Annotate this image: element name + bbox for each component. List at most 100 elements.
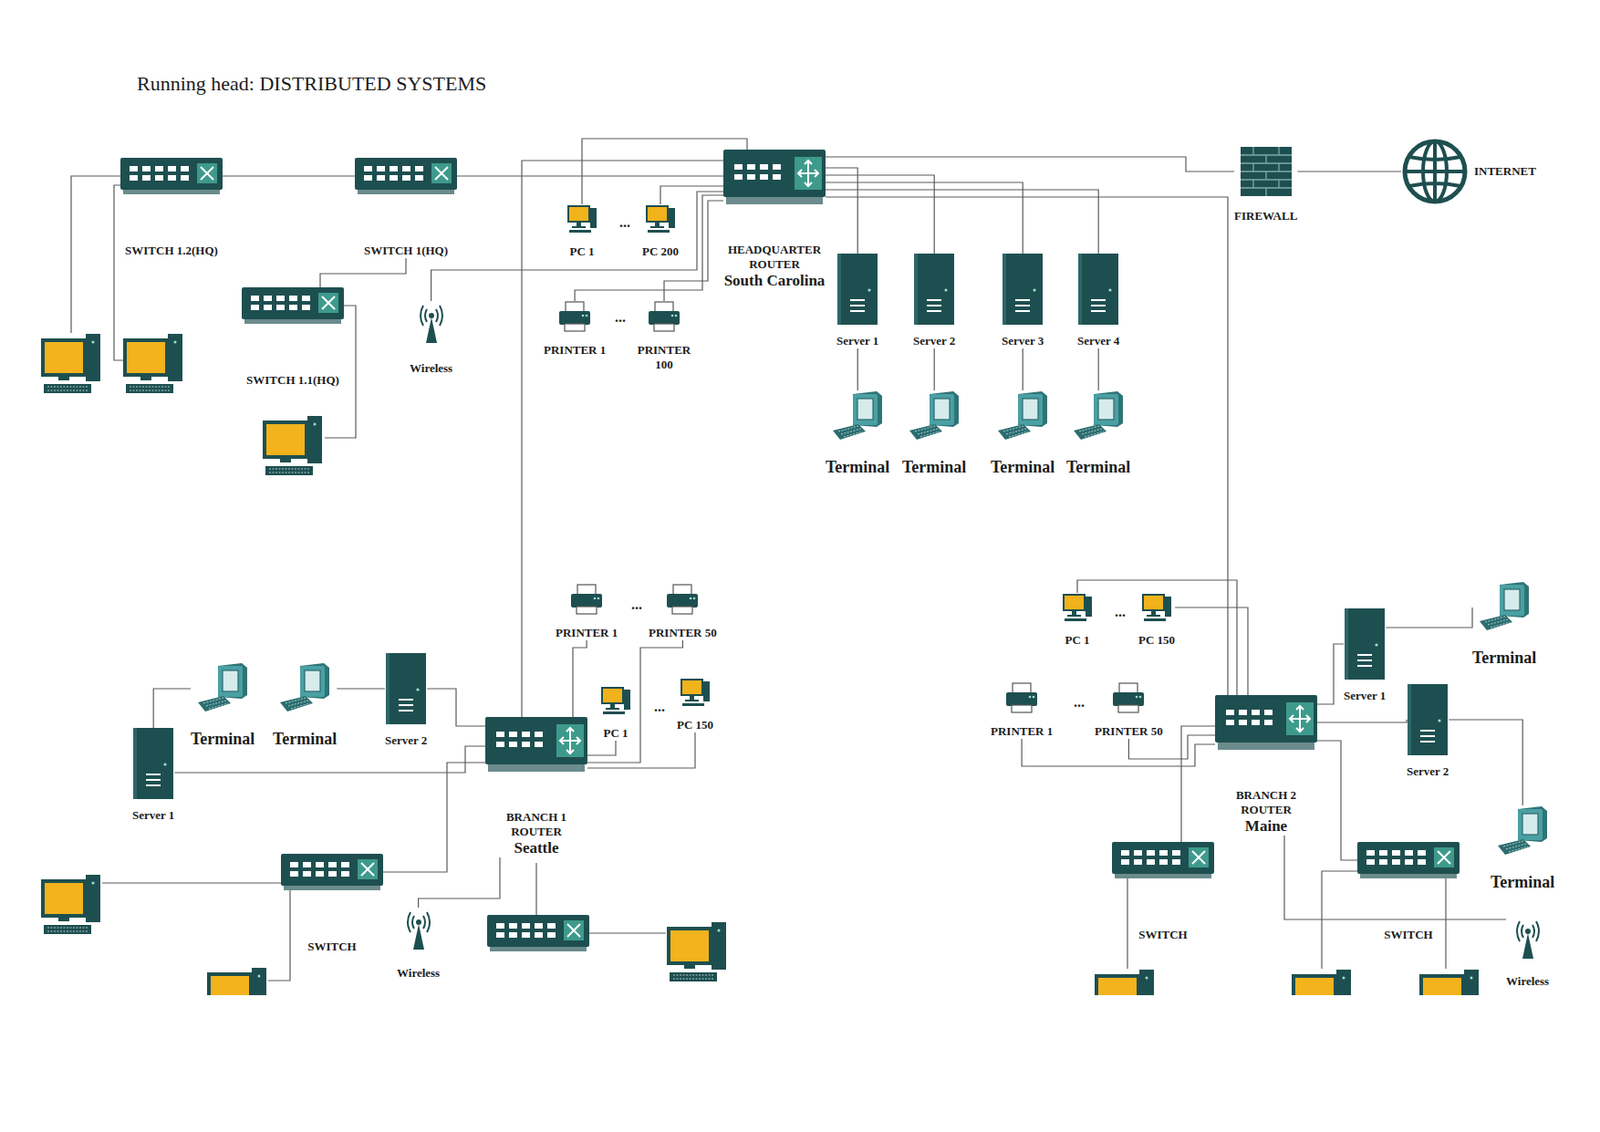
sv-icon: [1407, 684, 1448, 756]
sv-symbol: [133, 727, 174, 800]
sw-symbol: [280, 853, 384, 891]
terminal-node: Terminal: [1472, 581, 1537, 667]
network-link: [426, 688, 486, 727]
gl-symbol: [1404, 141, 1465, 202]
pr-symbol: [1006, 683, 1038, 713]
network-link: [825, 189, 1099, 254]
pc-symbol: [681, 679, 710, 707]
pc-node: PC 1: [1061, 592, 1093, 648]
tm-symbol: [1479, 581, 1529, 631]
tm-icon: [1496, 805, 1549, 859]
pc-node: PC 200: [642, 204, 679, 260]
device-label: Server 2: [384, 733, 427, 749]
device-label: PRINTER 50: [1094, 724, 1164, 739]
switch-node: SWITCH: [1111, 841, 1215, 943]
device-label: SWITCH 1.1(HQ): [241, 373, 344, 388]
ellipsis-label: ...: [1114, 602, 1126, 622]
sw-symbol: [354, 157, 458, 195]
pr-icon: [557, 301, 593, 333]
pr-icon: [646, 301, 682, 333]
network-link: [418, 857, 500, 908]
sw-icon: [1357, 841, 1460, 879]
sv-symbol: [914, 253, 955, 325]
device-label: INTERNET: [1474, 164, 1537, 179]
network-link: [1181, 726, 1216, 842]
network-link: [1385, 607, 1473, 628]
sw-symbol: [1111, 841, 1215, 879]
device-label: PRINTER 100: [632, 342, 697, 373]
pr-symbol: [1112, 683, 1144, 713]
pc-icon: [600, 685, 632, 716]
network-link: [825, 156, 1235, 172]
sw-icon: [1111, 841, 1215, 879]
tm-icon: [831, 390, 884, 444]
device-label: PC 1: [600, 726, 632, 741]
sw-symbol: [1357, 841, 1460, 879]
pc-symbol: [602, 687, 631, 715]
network-link: [1317, 719, 1407, 723]
pc-icon: [679, 677, 711, 707]
device-label: Terminal: [1066, 457, 1131, 477]
network-link: [431, 191, 724, 302]
server-node: Server 2: [384, 653, 427, 749]
network-link: [1077, 580, 1237, 696]
device-label: Server 1: [1343, 688, 1386, 704]
sv-icon: [133, 727, 174, 800]
network-link: [825, 182, 1023, 254]
terminal-node: Terminal: [190, 662, 255, 749]
network-link: [825, 175, 935, 254]
rt-symbol: [723, 149, 826, 205]
pr-symbol: [648, 301, 680, 332]
tm-icon: [996, 390, 1050, 444]
network-link: [1128, 735, 1216, 759]
server-node: Server 1: [1343, 608, 1386, 704]
printer-node: PRINTER 100: [632, 301, 697, 373]
terminal-node: Terminal: [902, 390, 967, 477]
device-label: Wireless: [1506, 974, 1549, 989]
server-node: Server 3: [1001, 253, 1044, 349]
sv-symbol: [1002, 253, 1043, 325]
wireless-node: Wireless: [396, 907, 440, 981]
network-link: [934, 348, 936, 391]
sw-icon: [120, 157, 223, 195]
network-link: [222, 175, 355, 177]
printer-node: PRINTER 50: [648, 583, 717, 641]
terminal-node: Terminal: [1490, 805, 1555, 892]
printer-node: PRINTER 1: [990, 682, 1053, 739]
device-label: SWITCH 1.2(HQ): [120, 243, 223, 259]
device-label: PC 150: [1138, 633, 1175, 648]
device-label: PRINTER 50: [648, 625, 717, 641]
terminal-node: Terminal: [1066, 390, 1131, 477]
device-label: PC 1: [566, 244, 598, 260]
device-label: PRINTER 1: [543, 342, 606, 358]
tm-icon: [196, 662, 250, 716]
firewall-node: FIREWALL: [1234, 146, 1298, 224]
wl-symbol: [420, 305, 443, 343]
router-node: BRANCH 1 ROUTERSeattle: [485, 716, 588, 858]
network-link: [1022, 348, 1024, 391]
running-head: Running head: DISTRIBUTED SYSTEMS: [136, 72, 487, 96]
fw-icon: [1240, 146, 1292, 197]
device-label: Terminal: [190, 729, 255, 749]
rt-symbol: [1215, 695, 1318, 750]
rt-icon: [723, 149, 826, 205]
pc-node: PC 150: [1138, 592, 1175, 648]
device-label: Server 4: [1077, 333, 1120, 349]
network-link: [1448, 719, 1523, 806]
wl-symbol: [407, 912, 430, 950]
pc-icon: [1141, 592, 1173, 623]
terminal-node: Terminal: [272, 662, 337, 749]
sv-icon: [385, 653, 426, 725]
device-label: PRINTER 1: [990, 724, 1053, 739]
network-link: [383, 762, 486, 873]
device-label: Terminal: [272, 729, 337, 749]
sw-icon: [241, 287, 344, 324]
device-label: Terminal: [1490, 872, 1555, 892]
device-label: FIREWALL: [1234, 208, 1298, 224]
network-link: [1297, 170, 1402, 172]
network-link: [857, 348, 859, 391]
internet-node: INTERNET: [1401, 135, 1537, 208]
network-link: [320, 258, 406, 288]
device-label: Server 2: [913, 333, 956, 349]
